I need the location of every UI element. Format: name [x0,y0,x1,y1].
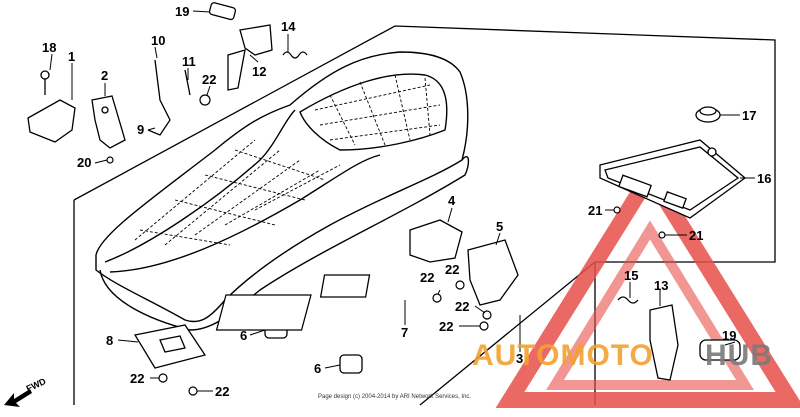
callout-9: 9 [137,122,144,137]
copyright-text: Page design (c) 2004-2014 by ARI Network… [318,394,471,400]
hook-12 [227,24,273,91]
callout-2: 2 [101,68,108,83]
nuts-22 [106,94,666,396]
watermark-text: AUTOMOTO HUB [472,339,773,372]
callout-18: 18 [42,40,56,55]
callout-10: 10 [151,33,165,48]
callout-7: 7 [401,325,408,340]
callout-6-right: 6 [314,361,321,376]
callout-3: 3 [516,351,523,366]
callout-20: 20 [77,155,91,170]
foam-parts [215,274,371,374]
callout-15: 15 [624,268,638,283]
callout-11: 11 [182,54,196,69]
callout-12: 12 [252,64,266,79]
callout-8: 8 [106,333,113,348]
wire-10 [147,59,191,136]
latch-1 [27,70,76,143]
watermark-part2: HUB [705,339,773,372]
watermark-triangle [495,159,800,408]
callout-22-bottom-b: 22 [215,384,229,399]
spring-14 [282,51,308,59]
callout-21-left: 21 [588,203,602,218]
callout-13: 13 [654,278,668,293]
bracket-4 [409,219,463,263]
seat [95,51,470,331]
callout-4: 4 [448,193,456,208]
plate-8 [133,324,207,369]
callout-22-mid-a: 22 [420,270,434,285]
callout-5: 5 [496,219,503,234]
callout-22-mid-b: 22 [445,262,459,277]
callout-16: 16 [757,171,771,186]
grommet-17 [695,106,721,123]
callout-14: 14 [281,19,296,34]
bracket-2 [91,95,126,149]
callout-17: 17 [742,108,756,123]
leader-lines [49,10,755,392]
callout-22-mid-d: 22 [439,319,453,334]
callout-19-top: 19 [175,4,189,19]
lock-13 [617,296,741,381]
fwd-label: FWD [25,376,48,394]
fwd-arrow-icon [4,389,32,407]
bracket-5 [467,239,519,306]
callout-21-right: 21 [689,228,703,243]
seat-plate [599,139,747,219]
callout-22-mid-c: 22 [455,299,469,314]
callouts: 19 14 10 11 12 18 1 2 22 9 20 17 16 21 2… [42,4,771,399]
watermark-part1: AUTOMOTO [472,339,654,372]
callout-6-left: 6 [240,328,247,343]
callout-1: 1 [68,49,75,64]
callout-22-bottom-a: 22 [130,371,144,386]
bolt-19-top [208,2,237,21]
callout-22-top: 22 [202,72,216,87]
fwd-arrow: FWD [4,376,48,407]
callout-19-bottom: 19 [722,328,736,343]
